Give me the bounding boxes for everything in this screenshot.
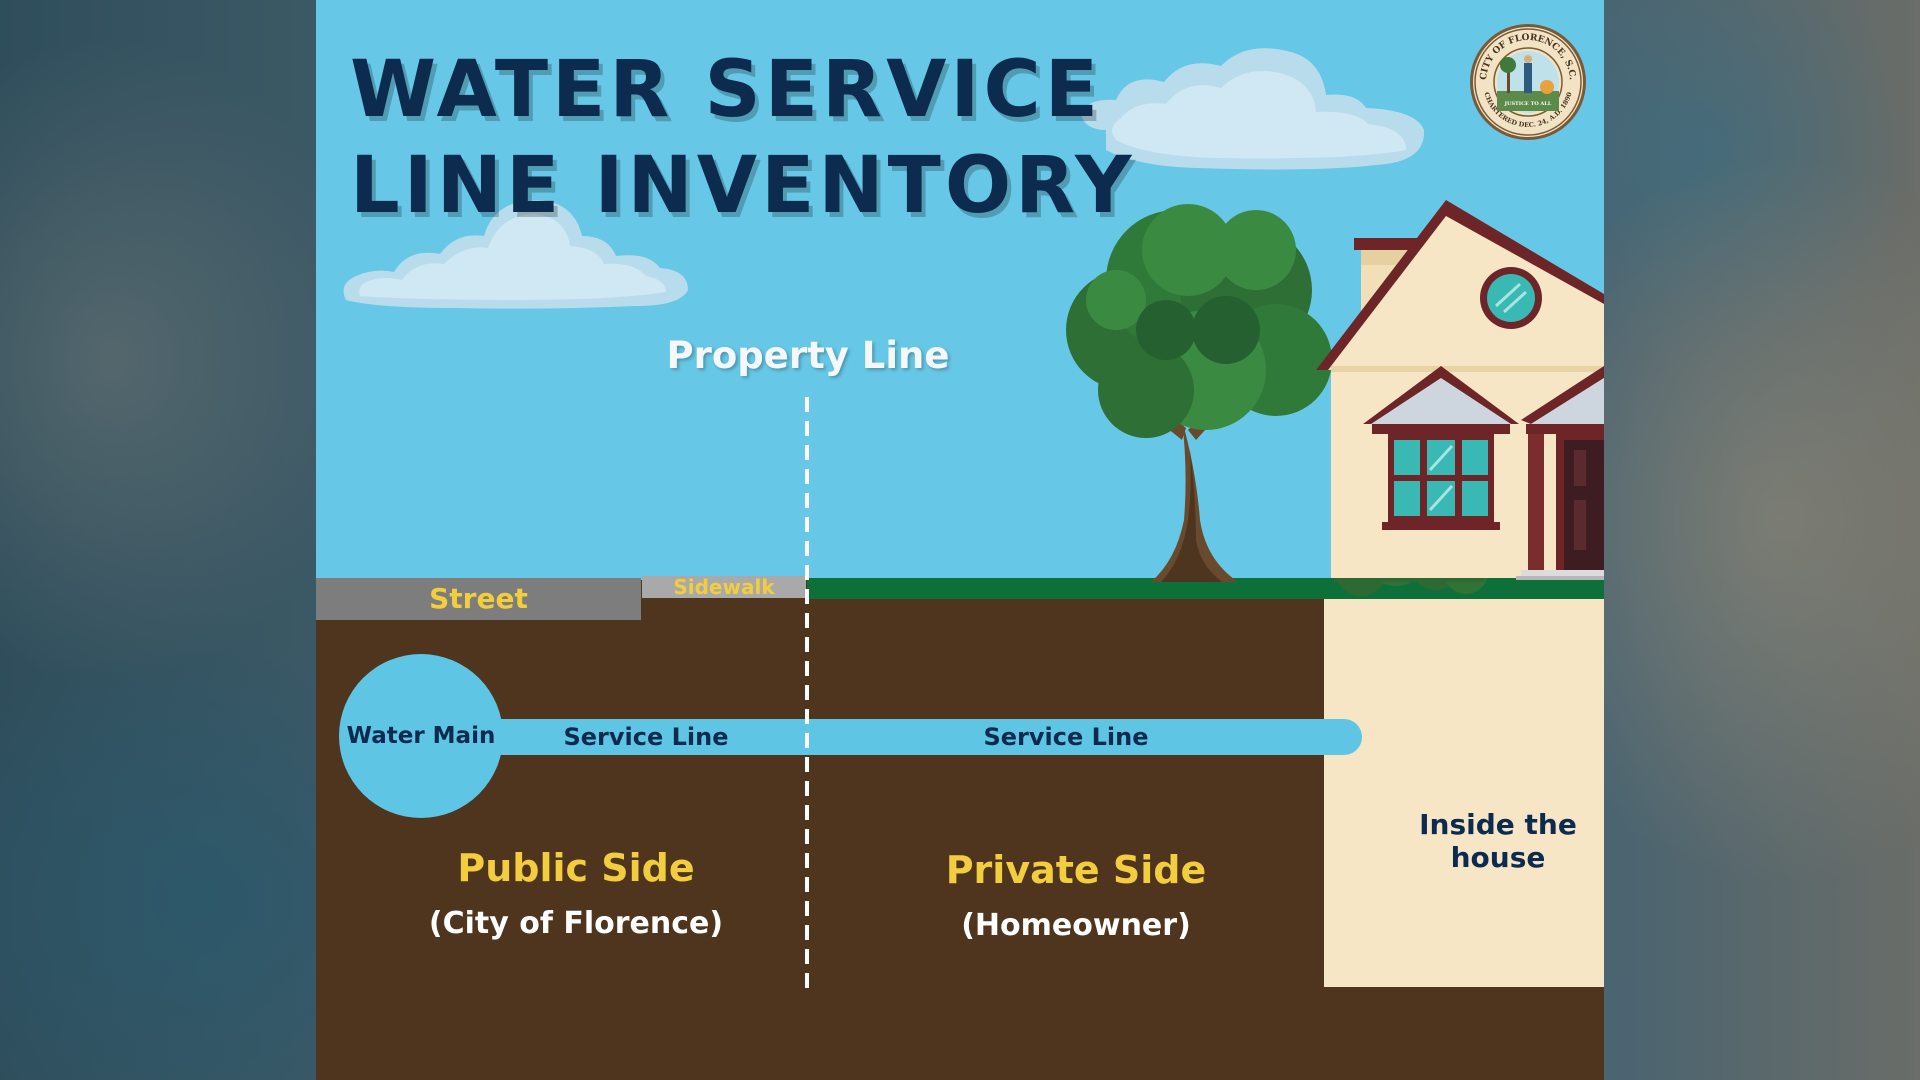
page-title: WATER SERVICE LINE INVENTORY [350, 42, 1135, 234]
private-side-subtitle: (Homeowner) [961, 908, 1191, 943]
house-icon [1316, 200, 1604, 580]
public-side-title: Public Side [457, 846, 695, 890]
svg-text:JUSTICE TO ALL: JUSTICE TO ALL [1504, 101, 1552, 107]
water-main-circle [339, 654, 503, 818]
sidewalk-label: Sidewalk [673, 575, 775, 599]
private-side-title: Private Side [945, 848, 1207, 892]
cloud-icon [343, 200, 688, 309]
public-side-subtitle: (City of Florence) [428, 906, 724, 941]
cloud-icon [1081, 48, 1425, 170]
service-line-label-private: Service Line [983, 723, 1149, 751]
sidewalk-strip [642, 576, 806, 598]
tree-icon [1066, 204, 1332, 582]
title-line-1: WATER SERVICE [350, 45, 1102, 135]
title-line-2: LINE INVENTORY [350, 141, 1136, 231]
street-label: Street [429, 582, 528, 615]
inside-house-label: Inside the house [1419, 808, 1577, 874]
street-strip [316, 578, 641, 620]
city-of-florence-seal-icon: CITY OF FLORENCE, S.C. CHARTERED DEC. 24… [1470, 24, 1586, 140]
service-line-pipe [466, 719, 1362, 755]
service-line-label-public: Service Line [563, 723, 729, 751]
poster: CITY OF FLORENCE, S.C. CHARTERED DEC. 24… [316, 0, 1604, 1080]
house-interior [1324, 599, 1604, 987]
water-main-label: Water Main [346, 722, 496, 749]
property-line-label: Property Line [666, 334, 950, 377]
